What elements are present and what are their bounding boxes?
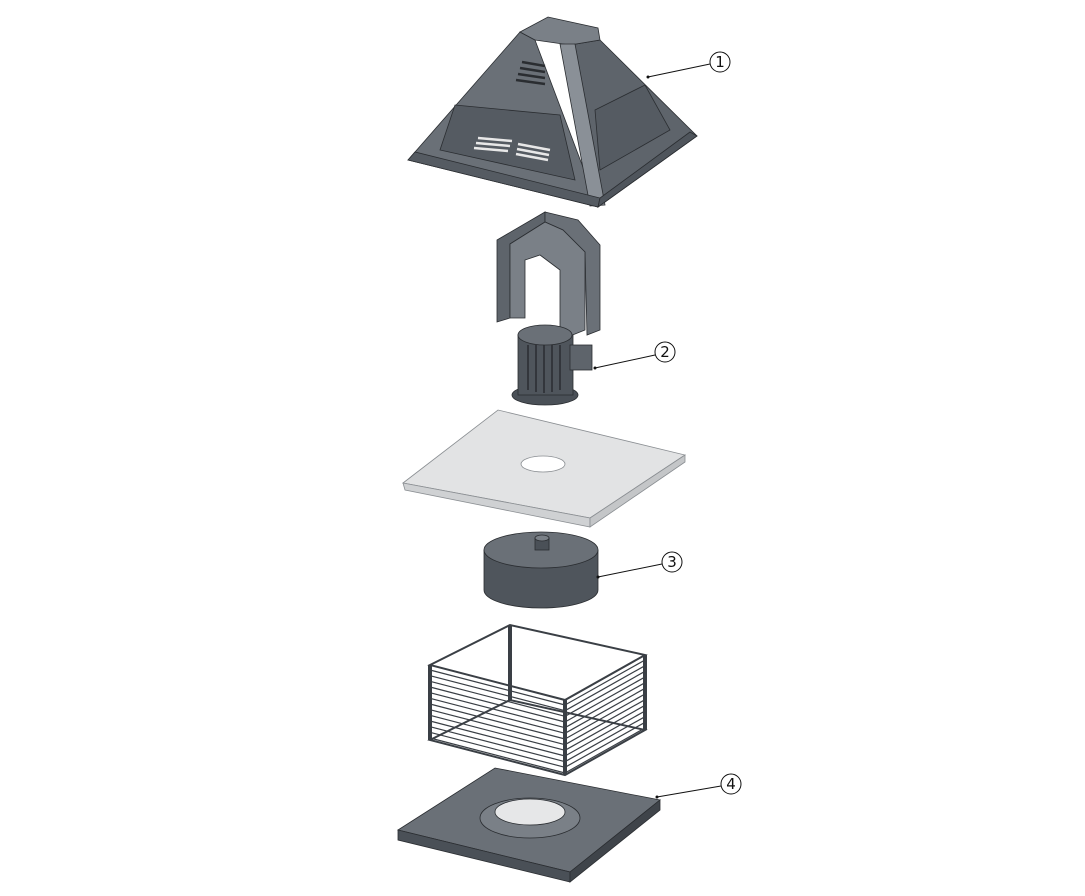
callout-3-label: 3 — [667, 553, 677, 571]
hood — [407, 16, 698, 208]
callout-2: 2 — [593, 341, 676, 370]
grille-bar — [564, 710, 646, 757]
grille-bar — [564, 659, 646, 706]
grille-bar — [429, 714, 566, 751]
callout-1-label: 1 — [715, 53, 725, 71]
grille-bar — [429, 697, 566, 734]
callout-3: 3 — [596, 551, 683, 579]
grille-bar — [564, 687, 646, 734]
motor — [511, 324, 593, 406]
grille-bar — [564, 716, 646, 763]
inlet-guard — [427, 623, 648, 777]
grille-bar — [429, 726, 566, 763]
callout-2-label: 2 — [660, 343, 670, 361]
mounting-plate — [402, 409, 686, 528]
grille-bar — [429, 720, 566, 757]
callout-4: 4 — [655, 773, 742, 799]
grille-bar — [564, 693, 646, 740]
grille-bar — [564, 704, 646, 751]
grille-bar — [564, 676, 646, 723]
grille-bar — [429, 709, 566, 746]
grille-bar — [429, 686, 566, 723]
grille-bar — [564, 721, 646, 768]
base-plate — [396, 767, 661, 883]
impeller — [483, 531, 599, 609]
grille-bar — [564, 670, 646, 717]
grille-bar — [429, 669, 566, 706]
motor-bracket — [496, 211, 601, 341]
callout-4-label: 4 — [726, 775, 736, 793]
grille-bar — [429, 737, 566, 774]
grille-bar — [564, 682, 646, 729]
grille-bar — [564, 727, 646, 774]
grille-bar — [564, 699, 646, 746]
grille-bar — [429, 680, 566, 717]
grille-bar — [429, 692, 566, 729]
grille-bar — [564, 665, 646, 712]
grille-bar — [429, 731, 566, 768]
grille-bar — [429, 703, 566, 740]
grille-bar — [429, 675, 566, 712]
callout-1: 1 — [646, 51, 731, 79]
